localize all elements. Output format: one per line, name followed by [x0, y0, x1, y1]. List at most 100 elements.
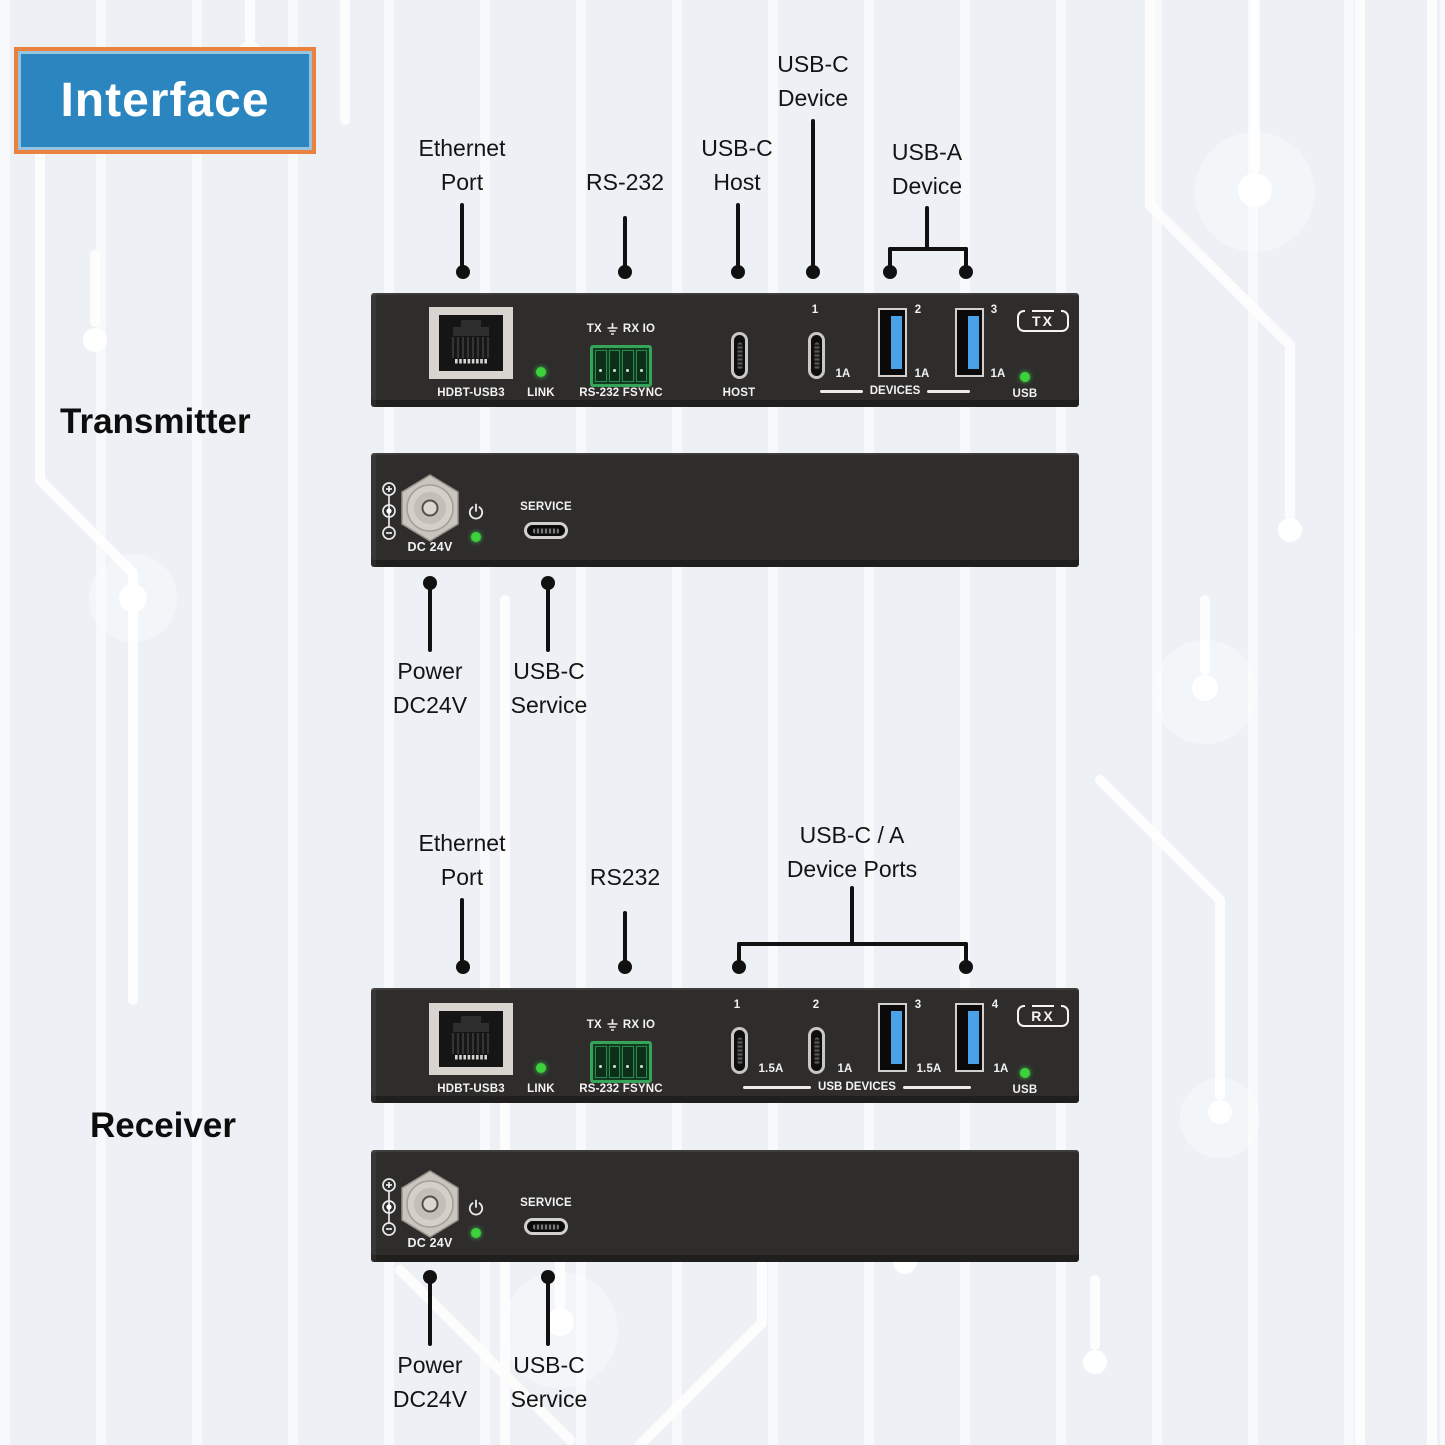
- transmitter-front-panel: HDBT-USB3 LINK TX RX IO RS-232 FSYNC HOS…: [371, 293, 1079, 407]
- link-label: LINK: [527, 1083, 555, 1095]
- callout-usb-device-ports: USB-C / A Device Ports: [786, 822, 918, 882]
- terminal-pin: [635, 1046, 647, 1078]
- callout-fork-bar: [888, 247, 968, 251]
- link-label: LINK: [527, 387, 555, 399]
- usb-c-device-port: [808, 332, 825, 379]
- callout-dot: [423, 576, 437, 590]
- callout-line: [736, 203, 740, 267]
- terminal-pin: [622, 1046, 634, 1078]
- devices-label-row: DEVICES: [820, 384, 970, 398]
- callout-dot: [541, 576, 555, 590]
- earth-ground-icon: [607, 1018, 618, 1031]
- usb-led-label: USB: [1012, 388, 1038, 400]
- port-amp-label: 1A: [914, 368, 930, 380]
- transmitter-heading: Transmitter: [60, 402, 251, 441]
- callout-line: [460, 898, 464, 962]
- rj45-icon: [429, 1003, 513, 1075]
- port-number: 1: [811, 304, 819, 316]
- callout-fork-stem: [850, 886, 854, 946]
- tx-badge: TX: [1017, 309, 1069, 332]
- callout-dot: [456, 960, 470, 974]
- callout-usbc-service: USB-C Service: [510, 658, 588, 718]
- receiver-back-panel: DC 24V SERVICE: [371, 1150, 1079, 1262]
- callout-fork-branch: [964, 942, 968, 964]
- dc-jack: [401, 1170, 459, 1238]
- callout-dot: [731, 265, 745, 279]
- callout-fork-stem: [925, 206, 929, 251]
- callout-dot: [732, 960, 746, 974]
- devices-line: [927, 389, 970, 393]
- usb-led-label: USB: [1012, 1084, 1038, 1096]
- usb-a-device-port: [955, 1003, 984, 1072]
- terminal-pin: [608, 1046, 620, 1078]
- dc-label: DC 24V: [407, 1236, 453, 1250]
- hdbt-port-label: HDBT-USB3: [437, 1083, 505, 1095]
- dc-polarity-icon: [382, 1178, 396, 1236]
- callout-usba-device: USB-A Device: [891, 139, 963, 199]
- terminal-pin: [608, 350, 620, 382]
- port-number: 2: [812, 999, 820, 1011]
- terminal-top-label: TX RX IO: [586, 1018, 656, 1031]
- devices-label: USB DEVICES: [818, 1081, 896, 1093]
- callout-usbc-service: USB-C Service: [510, 1352, 588, 1412]
- receiver-heading: Receiver: [90, 1106, 236, 1145]
- service-label: SERVICE: [520, 501, 572, 513]
- power-led: [471, 1228, 481, 1238]
- callout-dot: [541, 1270, 555, 1284]
- callout-line: [623, 911, 627, 962]
- devices-label-row: USB DEVICES: [743, 1080, 971, 1094]
- devices-line: [743, 1085, 812, 1089]
- hdbt-port-label: HDBT-USB3: [437, 387, 505, 399]
- dc-label: DC 24V: [407, 540, 453, 554]
- devices-label: DEVICES: [869, 385, 921, 397]
- earth-ground-icon: [607, 322, 618, 335]
- callout-dot: [618, 960, 632, 974]
- callout-line: [623, 216, 627, 267]
- usb-a-device-port: [878, 1003, 907, 1072]
- port-number: 4: [991, 999, 999, 1011]
- service-usb-c-port: [524, 1218, 568, 1235]
- dc-polarity-icon: [382, 482, 396, 540]
- callout-line: [460, 203, 464, 267]
- callout-dot: [618, 265, 632, 279]
- rx-badge: RX: [1017, 1004, 1069, 1027]
- callout-usbc-device: USB-C Device: [777, 51, 849, 111]
- receiver-front-panel: HDBT-USB3 LINK TX RX IO RS-232 FSYNC 1 1…: [371, 988, 1079, 1103]
- link-led: [536, 367, 546, 377]
- callout-dot: [456, 265, 470, 279]
- usb-led: [1020, 372, 1030, 382]
- devices-line: [820, 389, 863, 393]
- port-number: 3: [990, 304, 998, 316]
- callout-fork-bar: [737, 942, 968, 946]
- link-led: [536, 1063, 546, 1073]
- callout-usbc-host: USB-C Host: [701, 135, 773, 195]
- port-number: 3: [914, 999, 922, 1011]
- devices-line: [902, 1085, 971, 1089]
- callout-dot: [959, 265, 973, 279]
- callout-line: [546, 588, 550, 652]
- callout-line: [546, 1282, 550, 1346]
- callout-rs232: RS232: [589, 864, 661, 890]
- callout-fork-branch: [964, 247, 968, 269]
- usb-a-device-port: [878, 308, 907, 377]
- callout-rs232: RS-232: [586, 169, 664, 195]
- transmitter-back-panel: DC 24V SERVICE: [371, 453, 1079, 567]
- callout-dot: [883, 265, 897, 279]
- callout-power: Power DC24V: [392, 658, 468, 718]
- power-standby-icon: [468, 1199, 484, 1216]
- port-amp-label: 1A: [990, 368, 1006, 380]
- port-amp-label: 1.5A: [758, 1063, 784, 1075]
- usb-c-device-port: [731, 1027, 748, 1074]
- callout-line: [811, 119, 815, 267]
- terminal-pin: [595, 1046, 607, 1078]
- callout-fork-branch: [737, 942, 741, 964]
- power-standby-icon: [468, 503, 484, 520]
- callout-dot: [806, 265, 820, 279]
- port-amp-label: 1A: [835, 368, 851, 380]
- service-usb-c-port: [524, 522, 568, 539]
- port-amp-label: 1A: [837, 1063, 853, 1075]
- callout-dot: [423, 1270, 437, 1284]
- callout-ethernet-port: Ethernet Port: [418, 830, 506, 890]
- port-number: 1: [733, 999, 741, 1011]
